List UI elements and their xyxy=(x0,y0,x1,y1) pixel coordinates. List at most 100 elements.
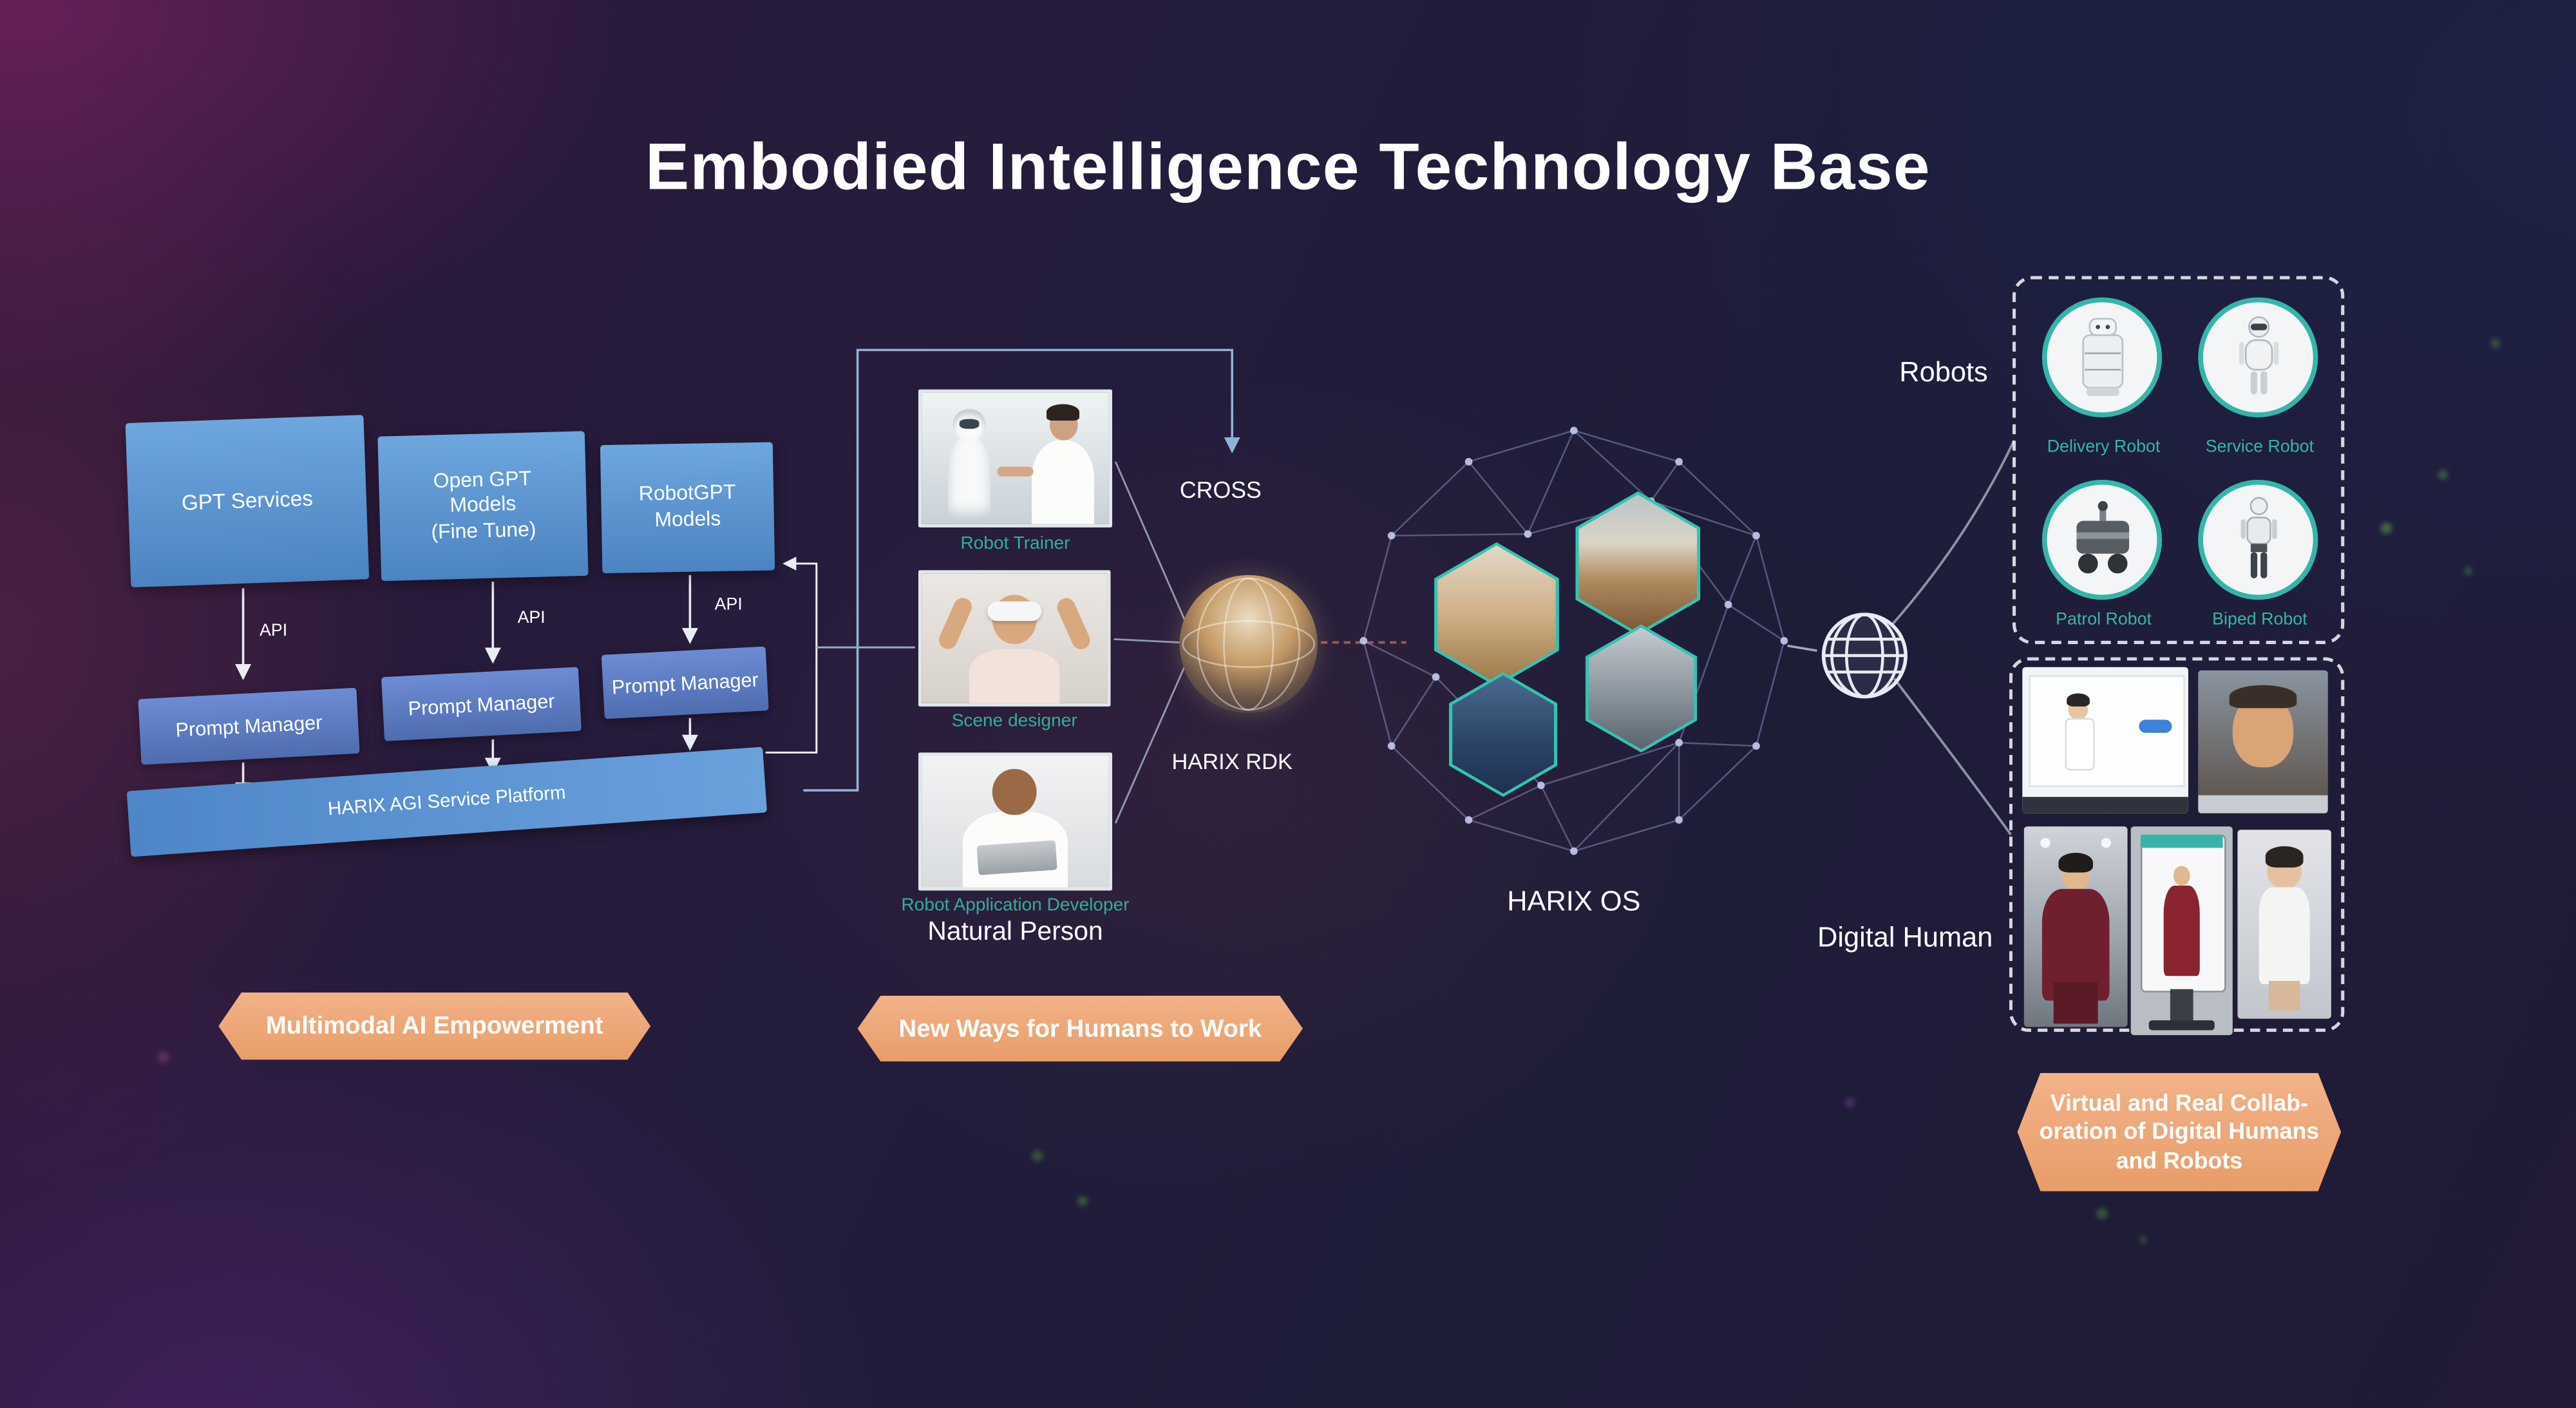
prompt-manager-box-2: Prompt Manager xyxy=(381,667,582,741)
digital-human-attendant-image xyxy=(2023,826,2128,1027)
multimodal-ai-banner: Multimodal AI Empowerment xyxy=(218,993,650,1060)
vr-headset xyxy=(986,602,1043,622)
attendant-skirt xyxy=(2052,982,2099,1023)
biped-robot-label: Biped Robot xyxy=(2212,609,2307,630)
delivery-robot-glyph xyxy=(2081,317,2123,395)
child-legs xyxy=(2269,980,2300,1011)
delivery-robot-label: Delivery Robot xyxy=(2047,437,2161,457)
background-speck xyxy=(2464,567,2473,575)
open-gpt-models-label: Open GPT Models (Fine Tune) xyxy=(430,466,536,544)
globe-branch-curves xyxy=(1889,439,2016,836)
harix-rdk-sphere xyxy=(1179,575,1318,714)
digital-human-group-label: Digital Human xyxy=(1817,922,1993,953)
harix-os-mesh-nodes xyxy=(1359,426,1788,855)
laptop xyxy=(976,839,1057,875)
child-hair xyxy=(2264,846,2304,868)
laptop-edge xyxy=(2198,794,2328,813)
network-globe-icon xyxy=(1821,613,1908,699)
cross-routing-line xyxy=(803,348,1240,792)
prompt-manager-label-1: Prompt Manager xyxy=(175,710,323,742)
delivery-robot-image xyxy=(2041,297,2163,417)
presenter-shirt xyxy=(2065,718,2096,772)
child-outfit xyxy=(2258,886,2311,985)
attendant-uniform xyxy=(2042,888,2109,1001)
cross-label: CROSS xyxy=(1179,476,1262,503)
digital-human-video-call-image xyxy=(2198,670,2328,813)
harix-os-label: HARIX OS xyxy=(1507,885,1641,917)
scene-designer-caption: Scene designer xyxy=(951,711,1077,732)
persons-to-rdk-lines xyxy=(1113,461,1191,824)
blue-button xyxy=(2138,719,2172,733)
developer-head xyxy=(992,768,1036,815)
designer-arm-right xyxy=(1054,595,1094,653)
biped-robot-image xyxy=(2198,479,2318,600)
stage-light xyxy=(2100,838,2111,849)
open-gpt-models-box: Open GPT Models (Fine Tune) xyxy=(377,431,589,582)
background-speck xyxy=(157,1051,169,1063)
prompt-manager-label-2: Prompt Manager xyxy=(407,689,556,719)
designer-arm-left xyxy=(935,595,975,653)
virtual-real-collab-line-1: Virtual and Real Collab- xyxy=(2050,1089,2308,1116)
harix-rdk-label: HARIX RDK xyxy=(1171,749,1293,774)
new-ways-banner: New Ways for Humans to Work xyxy=(858,996,1303,1061)
robot-trainer-photo xyxy=(918,389,1113,528)
os-hex-scene-meeting xyxy=(1575,491,1701,636)
trainer-person-hair xyxy=(1046,404,1079,421)
harix-os-wireframe-sphere xyxy=(1363,430,1785,852)
digital-human-presenter-image xyxy=(2022,667,2188,813)
kiosk-base xyxy=(2149,1020,2215,1031)
virtual-real-collab-banner: Virtual and Real Collab- oration of Digi… xyxy=(2018,1073,2342,1192)
panoramic-sphere-grid xyxy=(1182,577,1316,711)
gpt-services-box: GPT Services xyxy=(125,415,370,587)
digital-human-child-image xyxy=(2237,830,2331,1019)
background-speck xyxy=(1844,1098,1855,1108)
biped-robot-glyph xyxy=(2240,496,2277,578)
kiosk-figure-head xyxy=(2174,866,2190,885)
desk-strip xyxy=(2022,797,2188,813)
os-hex-scene-corridor-image xyxy=(1588,627,1694,750)
patrol-robot-glyph xyxy=(2076,500,2128,573)
robots-group-box xyxy=(2012,276,2345,644)
robot-figure xyxy=(947,434,991,522)
os-hex-scene-wood-room-image xyxy=(1437,545,1556,684)
os-to-globe-line xyxy=(1787,644,1817,652)
os-hex-scene-meeting-image xyxy=(1578,494,1698,633)
virtual-real-collab-line-2: oration of Digital Humans xyxy=(2039,1118,2320,1145)
trainer-person-body xyxy=(1032,440,1094,524)
video-hair xyxy=(2229,684,2297,708)
background-speck xyxy=(2380,522,2392,535)
robots-group-label: Robots xyxy=(1899,356,1988,388)
handshake xyxy=(996,466,1034,477)
os-hex-scene-industrial-image xyxy=(1452,675,1555,794)
designer-torso xyxy=(970,649,1059,703)
background-speck xyxy=(1077,1196,1088,1206)
virtual-real-collab-line-3: and Robots xyxy=(2116,1146,2243,1173)
kiosk-header-bar xyxy=(2141,835,2222,848)
stage-light xyxy=(2040,838,2051,849)
kiosk-stand xyxy=(2169,989,2194,1023)
feedback-bracket xyxy=(765,557,818,754)
api-label-3: API xyxy=(714,595,743,615)
robot-app-developer-caption: Robot Application Developer xyxy=(901,895,1130,915)
service-robot-label: Service Robot xyxy=(2205,437,2315,457)
api-label-1: API xyxy=(260,621,288,641)
kiosk-figure xyxy=(2163,884,2201,977)
background-speck xyxy=(1032,1150,1043,1162)
multimodal-ai-banner-label: Multimodal AI Empowerment xyxy=(265,1012,603,1040)
natural-person-label: Natural Person xyxy=(927,918,1103,947)
robot-app-developer-photo xyxy=(918,752,1113,891)
background-speck xyxy=(2139,1235,2148,1244)
prompt-manager-box-1: Prompt Manager xyxy=(138,687,360,765)
background-speck xyxy=(2490,338,2501,348)
new-ways-banner-label: New Ways for Humans to Work xyxy=(898,1014,1262,1043)
page-title: Embodied Intelligence Technology Base xyxy=(645,131,1931,204)
background-speck xyxy=(2438,470,2448,480)
robot-visor xyxy=(959,419,980,428)
patrol-robot-image xyxy=(2041,479,2163,600)
api-label-2: API xyxy=(517,607,545,628)
patrol-robot-label: Patrol Robot xyxy=(2056,609,2152,630)
attendant-hair xyxy=(2058,852,2094,873)
